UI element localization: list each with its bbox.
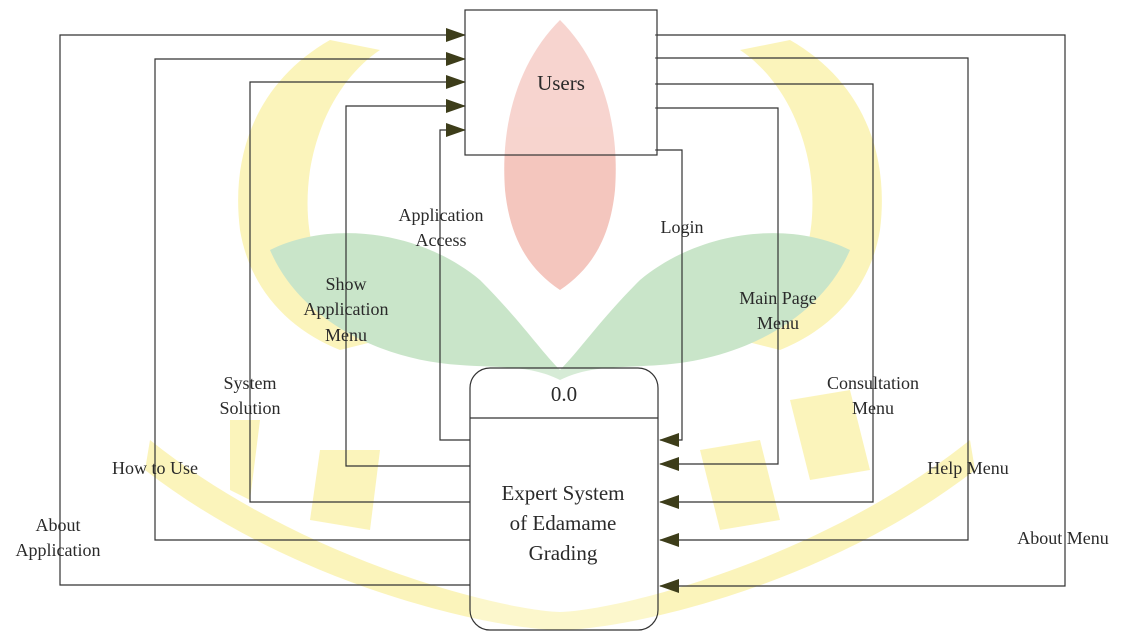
flow-about-menu — [655, 34, 1066, 593]
flow-how-to-use — [154, 52, 470, 541]
flow-labels: About Application How to Use System Solu… — [16, 205, 1109, 560]
label-consultation-menu-1: Consultation — [827, 373, 919, 393]
flow-application-access — [439, 123, 470, 441]
label-consultation-menu-2: Menu — [852, 398, 894, 418]
users-entity-label: Users — [537, 71, 585, 95]
label-about-application-2: Application — [16, 540, 101, 560]
label-main-page-menu-2: Menu — [757, 313, 799, 333]
flow-consultation-menu — [655, 83, 874, 509]
label-system-solution-1: System — [223, 373, 276, 393]
label-application-access-1: Application — [399, 205, 484, 225]
users-entity: Users — [464, 9, 658, 156]
flow-main-page-menu — [655, 107, 779, 471]
label-about-application-1: About — [36, 515, 81, 535]
process-name-line-3: Grading — [529, 541, 598, 565]
label-about-menu: About Menu — [1017, 528, 1109, 548]
process-node: 0.0 Expert System of Edamame Grading — [469, 367, 659, 631]
flow-help-menu — [655, 57, 969, 547]
label-show-application-menu-1: Show — [325, 274, 366, 294]
process-name-line-2: of Edamame — [510, 511, 617, 535]
label-login: Login — [661, 217, 704, 237]
flow-system-solution — [249, 75, 470, 503]
process-number: 0.0 — [551, 382, 577, 406]
label-application-access-2: Access — [416, 230, 467, 250]
flow-show-application-menu — [345, 99, 470, 467]
label-show-application-menu-2: Application — [304, 299, 389, 319]
watermark-logo — [145, 20, 975, 630]
flow-about-application — [59, 28, 470, 586]
label-help-menu: Help Menu — [927, 458, 1008, 478]
process-name-line-1: Expert System — [501, 481, 624, 505]
flow-lines — [59, 28, 1066, 593]
label-main-page-menu-1: Main Page — [739, 288, 816, 308]
flow-login — [655, 149, 683, 447]
label-how-to-use: How to Use — [112, 458, 198, 478]
label-show-application-menu-3: Menu — [325, 325, 367, 345]
label-system-solution-2: Solution — [219, 398, 280, 418]
